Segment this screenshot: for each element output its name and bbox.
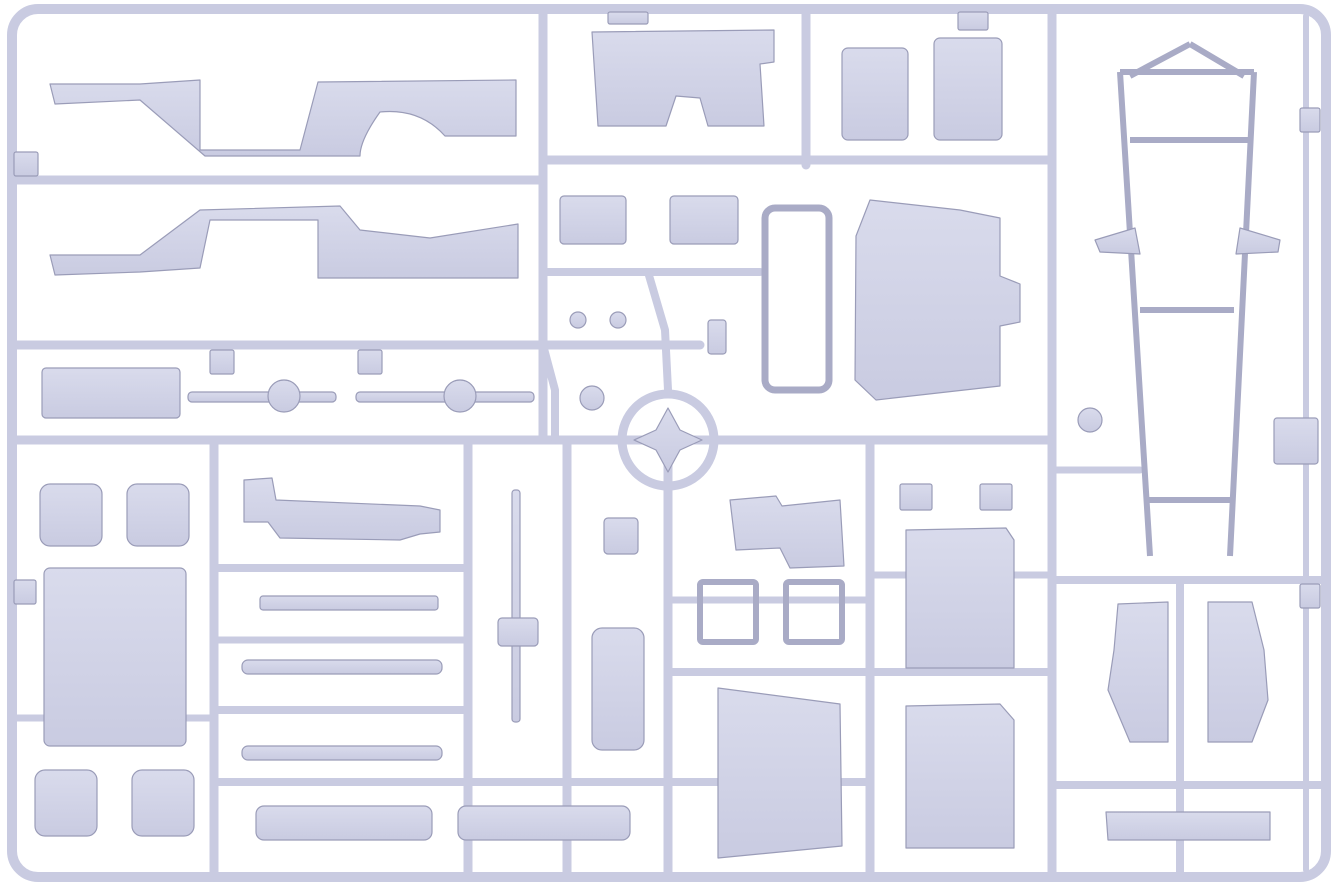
seat-back [126,483,190,547]
small-plate [1273,417,1319,465]
transfer-case [497,617,539,647]
chassis-frame [1117,41,1257,557]
gate-icon [609,311,627,329]
gate-icon [607,11,649,25]
dashboard [591,29,775,127]
headlight-bit [579,385,605,411]
ribbed-panel [669,195,739,245]
bumper-bar [241,659,443,675]
parts-group [34,29,1319,859]
body-side-panel [49,205,519,279]
center-ring [617,389,719,491]
gate-icon [979,483,1013,511]
instrument-panel [1105,811,1271,841]
bracket [697,579,759,645]
engine-block [243,477,441,541]
seat-cushion [34,769,98,837]
gate-icon [357,349,383,375]
headlight-bit [1077,407,1103,433]
tailgate-strip [457,805,631,841]
body-side-panel [49,79,517,157]
part-icon [633,407,703,473]
gearbox [729,495,845,569]
runner [644,268,672,394]
seat-cushion [131,769,195,837]
driveshaft [511,489,521,723]
gate-icon [957,11,989,31]
tailgate-strip [255,805,433,841]
gate-icon [13,151,39,177]
chassis-bracket [1235,227,1281,255]
gate-icon [209,349,235,375]
gate-icon [569,311,587,329]
chassis-bracket [1094,227,1141,255]
gates-group [13,11,1321,609]
axle-housing [267,379,301,413]
bumper-bar [241,745,443,761]
firewall-panel [41,367,181,419]
floor-pan [854,199,1021,401]
seat-back [39,483,103,547]
runner [539,341,559,444]
gate-icon [13,579,37,605]
radiator-grille [591,627,645,751]
fender [1107,601,1169,743]
bumper-bar [259,595,439,611]
gate-icon [1299,107,1321,133]
cargo-bed [43,567,187,747]
door-upper [905,527,1015,669]
bracket [783,579,845,645]
axle [187,391,337,403]
gate-icon [1299,583,1321,609]
fender [1207,601,1269,743]
small-panel [933,37,1003,141]
small-tab [707,319,727,355]
axle-housing [443,379,477,413]
door-lower [905,703,1015,849]
small-panel [841,47,909,141]
gate-icon [899,483,933,511]
hood-panel [717,687,843,859]
small-plate [603,517,639,555]
windshield-frame [761,204,833,394]
ribbed-panel [559,195,627,245]
